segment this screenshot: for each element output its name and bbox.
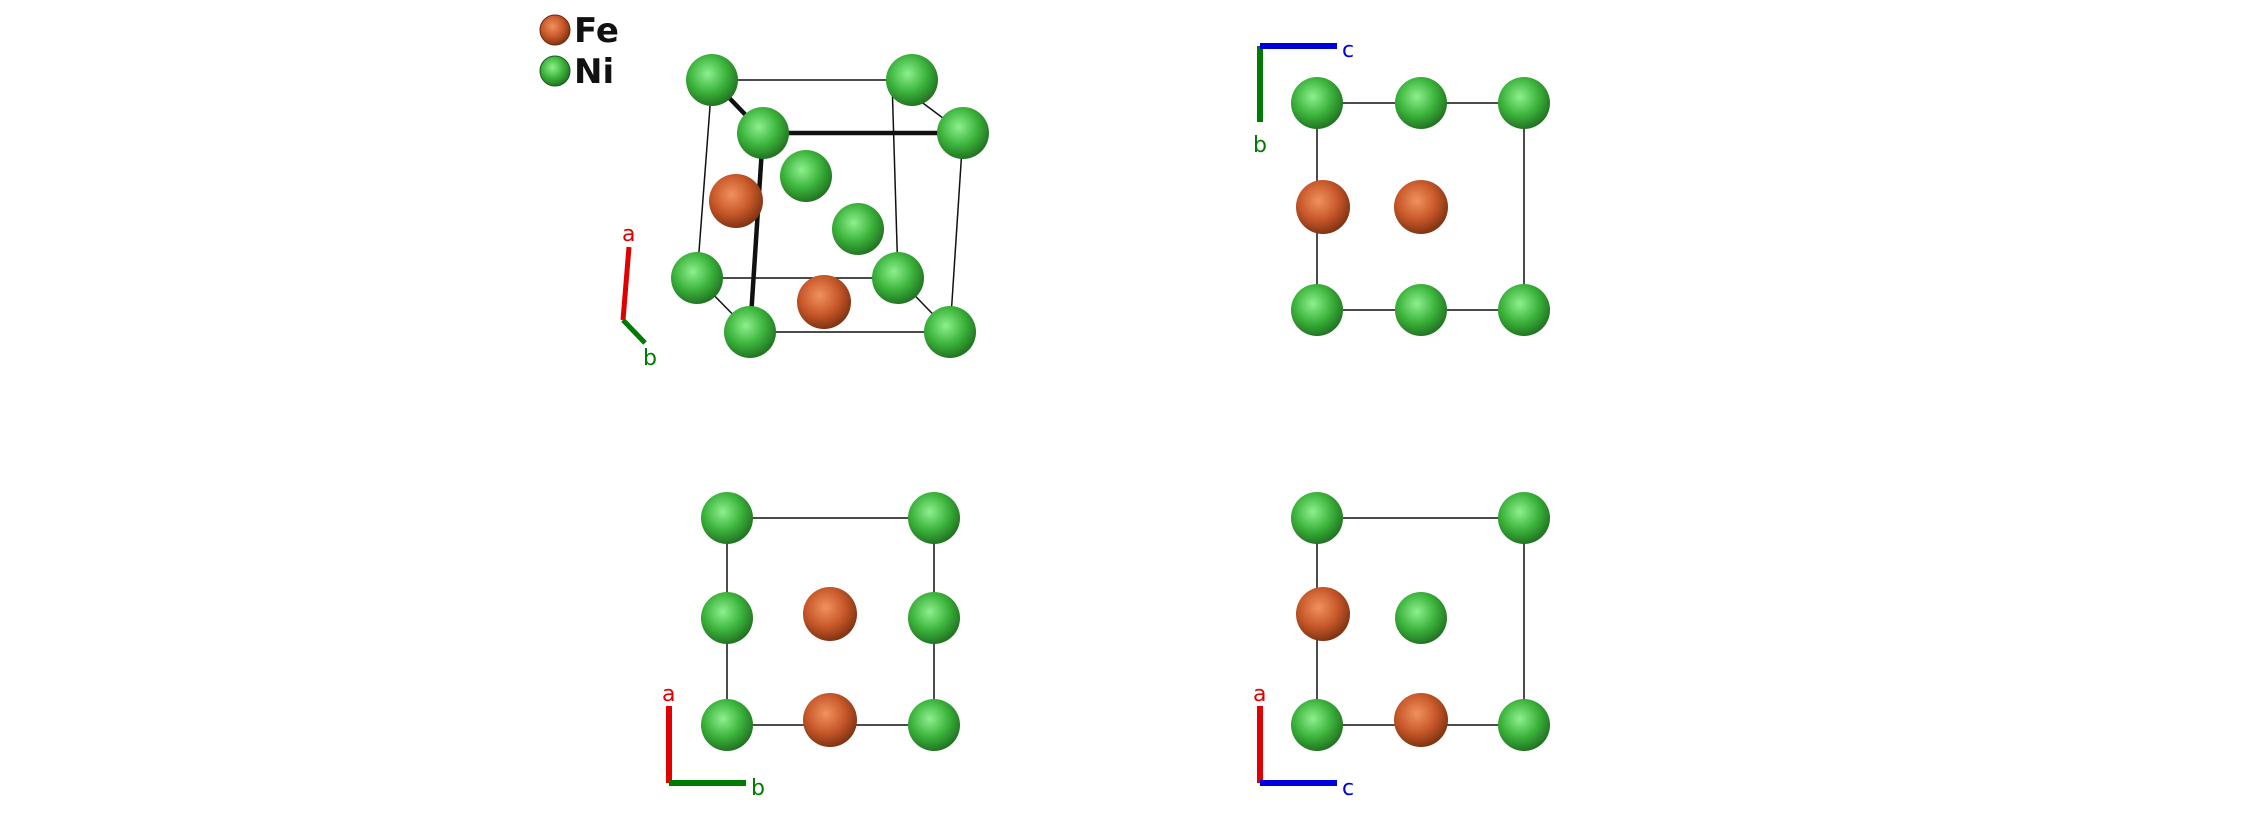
axis-indicator: a b: [662, 682, 765, 801]
fe-atom: [709, 174, 763, 228]
ni-atom: [686, 54, 738, 106]
ni-atom: [1498, 699, 1550, 751]
axis-label-b: b: [751, 776, 765, 801]
axis-label-a: a: [622, 222, 635, 247]
ni-atom: [1395, 77, 1447, 129]
axis-label-a: a: [662, 682, 675, 707]
ni-atom: [780, 150, 832, 202]
atoms: [701, 492, 960, 751]
atoms: [1291, 77, 1550, 336]
fe-atom: [803, 693, 857, 747]
axis-label-b: b: [1253, 133, 1267, 158]
view-bc: c b: [1253, 38, 1550, 336]
ni-atom: [908, 592, 960, 644]
ni-atom: [724, 306, 776, 358]
ni-atom: [1291, 699, 1343, 751]
ni-atom: [908, 492, 960, 544]
view-ab: a b: [662, 492, 960, 801]
fe-atom: [1394, 180, 1448, 234]
axis-indicator: a c: [1253, 682, 1354, 801]
ni-atom-swatch: [539, 55, 571, 87]
legend: Fe Ni: [539, 11, 619, 92]
ni-atom: [937, 107, 989, 159]
legend-label-fe: Fe: [574, 11, 619, 51]
legend-item-ni: Ni: [539, 52, 614, 92]
ni-atom: [701, 592, 753, 644]
axis-label-c: c: [1342, 776, 1354, 801]
ni-atom: [908, 699, 960, 751]
axis-indicator: c b: [1253, 38, 1354, 158]
atoms: [1291, 492, 1550, 751]
ni-atom: [1395, 284, 1447, 336]
ni-atom: [886, 54, 938, 106]
view-perspective: a b: [620, 54, 989, 371]
ni-atom: [872, 252, 924, 304]
ni-atom: [1395, 592, 1447, 644]
ni-atom: [1291, 284, 1343, 336]
ni-atom: [924, 306, 976, 358]
ni-atom: [1498, 284, 1550, 336]
axis-label-c: c: [1342, 38, 1354, 63]
atoms: [671, 54, 989, 358]
ni-atom: [701, 492, 753, 544]
axis-label-b: b: [643, 346, 657, 371]
axis-indicator: a b: [620, 222, 657, 371]
ni-atom: [1291, 77, 1343, 129]
ni-atom: [1498, 492, 1550, 544]
fe-atom: [1296, 587, 1350, 641]
ni-atom: [671, 252, 723, 304]
fe-atom-swatch: [539, 14, 571, 46]
ni-atom: [1498, 77, 1550, 129]
legend-label-ni: Ni: [574, 52, 614, 92]
view-ac: a c: [1253, 492, 1550, 801]
axis-label-a: a: [1253, 682, 1266, 707]
ni-atom: [1291, 492, 1343, 544]
ni-atom: [832, 203, 884, 255]
fe-atom: [1296, 180, 1350, 234]
fe-atom: [797, 275, 851, 329]
fe-atom: [1394, 693, 1448, 747]
fe-atom: [803, 587, 857, 641]
ni-atom: [701, 699, 753, 751]
legend-item-fe: Fe: [539, 11, 619, 51]
ni-atom: [737, 107, 789, 159]
